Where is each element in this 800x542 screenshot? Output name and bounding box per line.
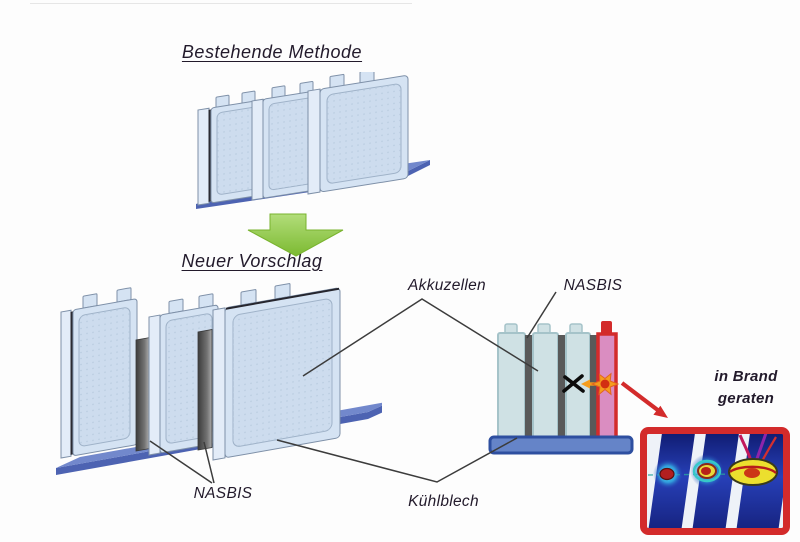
flame-icon	[590, 372, 620, 396]
battery-cell	[307, 72, 409, 195]
cooling-plate-bar	[488, 435, 634, 455]
new-proposal-title: Neuer Vorschlag	[181, 251, 323, 271]
nasbis-sheet	[197, 329, 213, 451]
nasbis-separator	[525, 335, 533, 438]
nasbis-separator	[590, 335, 597, 438]
nasbis-label-right: NASBIS	[563, 277, 623, 294]
fire-caption-line1: in Brand	[714, 368, 778, 385]
thermal-hotspot-burning	[728, 433, 778, 486]
existing-method-title: Bestehende Methode	[181, 42, 363, 62]
scan-artifact-line	[30, 3, 412, 4]
thermal-image-border	[640, 427, 790, 535]
nasbis-sheet	[135, 337, 150, 452]
thermal-image	[640, 427, 790, 535]
pack-schematic	[488, 321, 634, 455]
schematic-cell	[497, 332, 526, 439]
x-mark-icon	[562, 374, 585, 393]
fire-caption: in Brand geraten	[700, 366, 792, 410]
thermal-hotspot	[690, 454, 724, 488]
kuehlblech-label: Kühlblech	[408, 493, 479, 510]
thermal-hotspot	[653, 459, 683, 489]
akkuzellen-label: Akkuzellen	[408, 277, 486, 294]
down-arrow-icon	[247, 213, 344, 257]
nasbis-label-left: NASBIS	[193, 485, 253, 502]
battery-cell	[212, 283, 341, 461]
fire-caption-line2: geraten	[717, 389, 775, 407]
existing-method-illustration	[196, 72, 430, 209]
battery-cell	[60, 287, 138, 459]
fire-cell-tab	[601, 321, 612, 335]
nasbis-separator	[558, 335, 566, 438]
schematic-cell	[532, 332, 559, 439]
